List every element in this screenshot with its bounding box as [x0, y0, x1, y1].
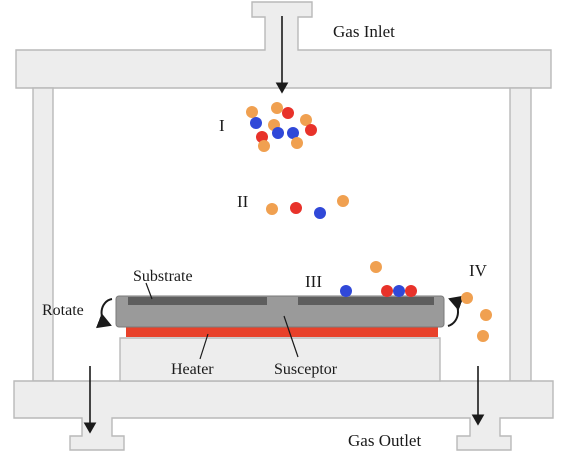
particle-orange — [300, 114, 312, 126]
particle-red — [381, 285, 393, 297]
bottom-wall-with-outlets — [13, 380, 554, 451]
rotate-label: Rotate — [42, 302, 84, 319]
stage-4-label: IV — [469, 261, 488, 280]
top-wall-with-inlet — [15, 1, 552, 89]
leader-lines — [145, 282, 299, 360]
particle-blue — [314, 207, 326, 219]
particle-red — [282, 107, 294, 119]
particle-orange — [246, 106, 258, 118]
substrate-right — [298, 297, 434, 305]
particle-orange — [271, 102, 283, 114]
chamber-walls — [13, 1, 554, 451]
rotate-arrow-left — [95, 298, 113, 329]
particles-stage-2 — [266, 195, 349, 219]
particle-red — [290, 202, 302, 214]
substrate-left — [128, 297, 267, 305]
particle-orange — [291, 137, 303, 149]
stage-1-label: I — [219, 116, 225, 135]
susceptor-label: Susceptor — [274, 361, 338, 378]
particle-orange — [266, 203, 278, 215]
heater-label: Heater — [171, 361, 214, 378]
particle-red — [405, 285, 417, 297]
particle-blue — [272, 127, 284, 139]
stage-2-label: II — [237, 192, 249, 211]
particle-orange — [461, 292, 473, 304]
particle-orange — [477, 330, 489, 342]
right-wall — [509, 87, 532, 382]
particle-blue — [340, 285, 352, 297]
gas-outlet-label: Gas Outlet — [348, 431, 421, 450]
substrate-leader — [145, 282, 153, 300]
gas-inlet-label: Gas Inlet — [333, 22, 395, 41]
particle-blue — [393, 285, 405, 297]
particle-blue — [250, 117, 262, 129]
substrate-label: Substrate — [133, 268, 193, 285]
susceptor-leader — [283, 315, 299, 358]
particles-stage-3 — [340, 261, 417, 297]
heater — [126, 326, 438, 337]
flow-arrows — [83, 16, 485, 434]
stage-3-label: III — [305, 272, 322, 291]
particle-red — [256, 131, 268, 143]
rotate-arrow-right — [447, 295, 465, 327]
particle-orange — [370, 261, 382, 273]
particle-orange — [337, 195, 349, 207]
pedestal — [119, 337, 441, 382]
particles-stage-4 — [461, 292, 492, 342]
particle-blue — [287, 127, 299, 139]
left-wall — [32, 87, 54, 382]
particles-stage-1 — [246, 102, 317, 152]
rotation-arrows — [95, 295, 465, 329]
particle-red — [305, 124, 317, 136]
heater-leader — [199, 333, 209, 360]
particle-orange — [480, 309, 492, 321]
particle-orange — [258, 140, 270, 152]
